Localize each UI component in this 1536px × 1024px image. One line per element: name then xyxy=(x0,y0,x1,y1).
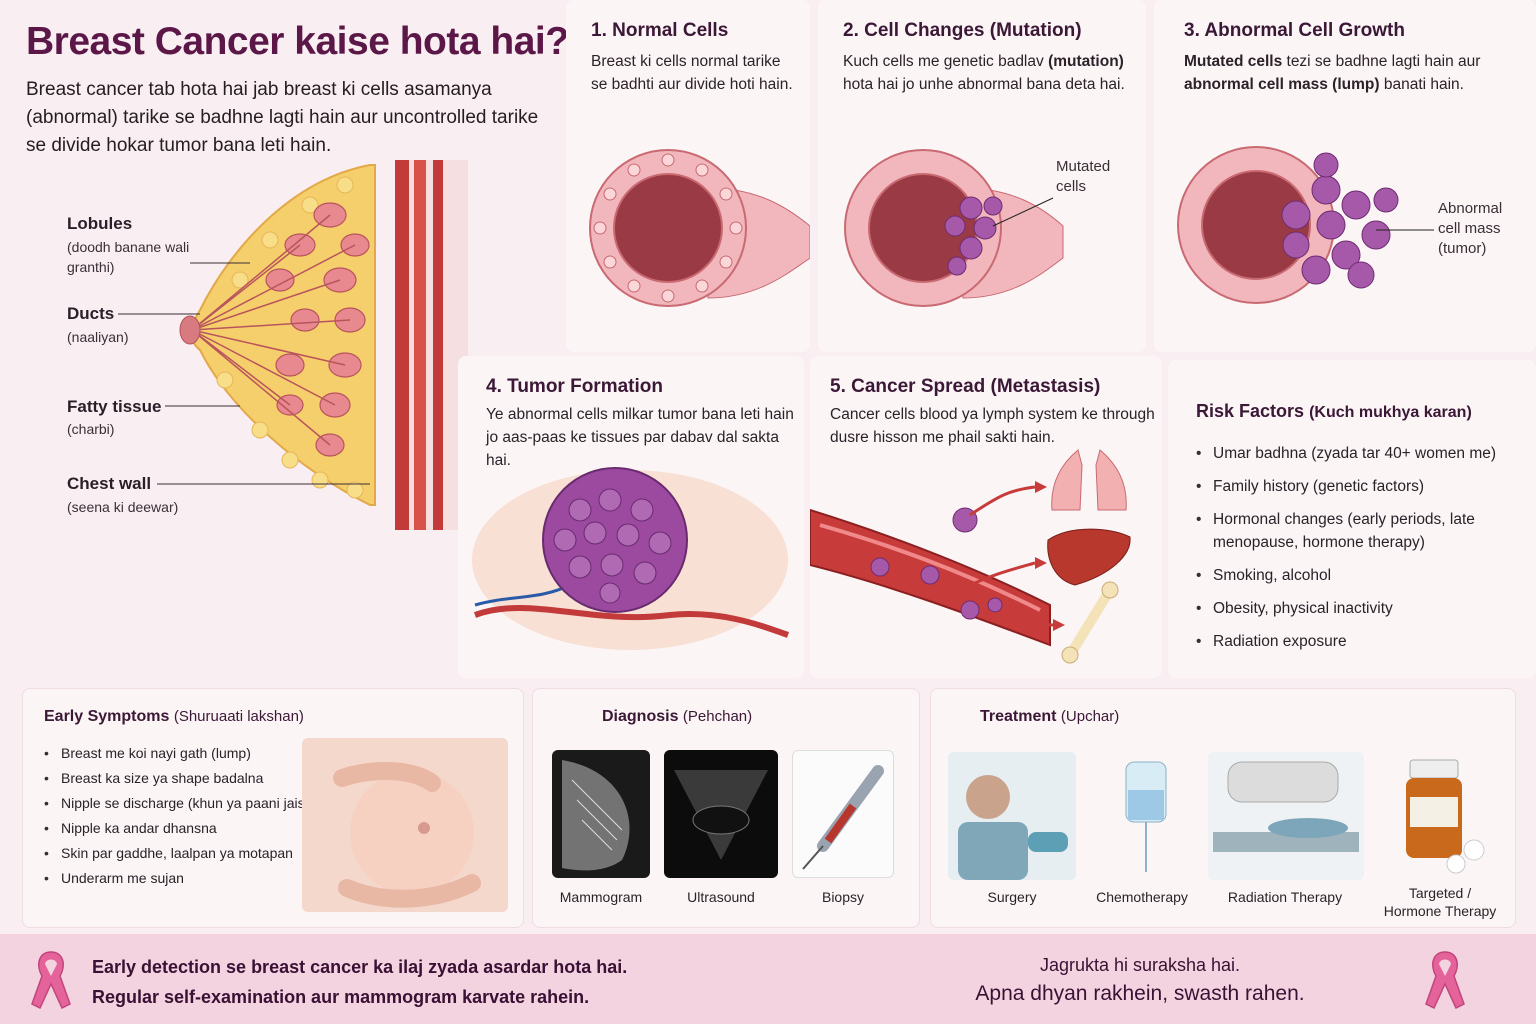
diagnosis-title: Diagnosis (Pehchan) xyxy=(602,708,753,725)
radiation-therapy-caption: Radiation Therapy xyxy=(1227,889,1343,905)
ultrasound-caption: Ultrasound xyxy=(687,889,755,905)
fatty-tissue-sublabel: (charbi) xyxy=(67,421,115,437)
footer-message-right: Jagrukta hi suraksha hai. Apna dhyan rak… xyxy=(975,955,1305,1005)
pink-ribbon-icon xyxy=(31,951,71,1010)
chemotherapy-image xyxy=(1108,752,1188,880)
step-2-title: 2. Cell Changes (Mutation) xyxy=(843,20,1082,41)
symptoms-title: Early Symptoms (Shuruaati lakshan) xyxy=(44,708,304,725)
surgery-caption: Surgery xyxy=(987,889,1037,905)
breast-anatomy-illustration xyxy=(179,160,468,530)
list-item: Nipple se discharge (khun ya paani jaisa… xyxy=(44,791,324,816)
risk-factors-list: Umar badhna (zyada tar 40+ women me) Fam… xyxy=(1196,442,1516,653)
list-item: Umar badhna (zyada tar 40+ women me) xyxy=(1196,442,1516,465)
list-item: Radiation exposure xyxy=(1196,630,1516,653)
radiation-therapy-image xyxy=(1208,752,1364,880)
lobules-sublabel: (doodh banane wali granthi) xyxy=(67,239,190,275)
step-3-title: 3. Abnormal Cell Growth xyxy=(1184,20,1405,41)
step-5-desc: Cancer cells blood ya lymph system ke th… xyxy=(830,406,1155,446)
chest-wall-label: Chest wall xyxy=(67,474,152,493)
lobules-label: Lobules xyxy=(67,214,133,233)
pink-ribbon-icon xyxy=(1425,951,1465,1010)
step-1-title: 1. Normal Cells xyxy=(591,20,729,41)
intro-text: Breast cancer tab hota hai jab breast ki… xyxy=(26,79,539,156)
list-item: Nipple ka andar dhansna xyxy=(44,816,324,841)
biopsy-caption: Biopsy xyxy=(821,889,865,905)
footer-message-left: Early detection se breast cancer ka ilaj… xyxy=(92,957,628,1007)
anatomy-leader-lines xyxy=(118,262,370,485)
list-item: Hormonal changes (early periods, late me… xyxy=(1196,508,1516,554)
page-title: Breast Cancer kaise hota hai? xyxy=(26,20,569,63)
targeted-therapy-caption: Targeted / Hormone Therapy xyxy=(1383,885,1497,919)
abnormal-cell-mass-callout: Abnormal cell mass (tumor) xyxy=(1438,200,1503,257)
step-2-desc: Kuch cells me genetic badlav (mutation) … xyxy=(843,53,1125,93)
step-5-panel xyxy=(810,356,1162,678)
chest-wall-sublabel: (seena ki deewar) xyxy=(67,499,179,515)
surgery-image xyxy=(948,752,1076,880)
risk-factors-title: Risk Factors (Kuch mukhya karan) xyxy=(1196,401,1472,421)
list-item: Breast me koi nayi gath (lump) xyxy=(44,741,324,766)
step-5-title: 5. Cancer Spread (Metastasis) xyxy=(830,376,1101,397)
ultrasound-image xyxy=(664,750,778,878)
step-4-desc: Ye abnormal cells milkar tumor bana leti… xyxy=(486,406,794,469)
mutation-illustration xyxy=(844,149,1064,307)
self-exam-image xyxy=(302,738,508,912)
list-item: Underarm me sujan xyxy=(44,866,324,891)
list-item: Breast ka size ya shape badalna xyxy=(44,766,324,791)
step-1-desc: Breast ki cells normal tarike se badhti … xyxy=(591,53,793,93)
list-item: Skin par gaddhe, laalpan ya motapan xyxy=(44,841,324,866)
targeted-therapy-image xyxy=(1396,752,1490,880)
normal-cells-illustration xyxy=(589,149,810,307)
mutated-cells-callout: Mutated cells xyxy=(1056,158,1111,195)
chemotherapy-caption: Chemotherapy xyxy=(1096,889,1188,905)
step-3-desc: Mutated cells tezi se badhne lagti hain … xyxy=(1184,53,1481,93)
mammogram-image xyxy=(552,750,650,878)
tumor-formation-illustration xyxy=(472,467,790,650)
abnormal-growth-illustration xyxy=(1177,146,1434,304)
list-item: Smoking, alcohol xyxy=(1196,564,1516,587)
step-4-title: 4. Tumor Formation xyxy=(486,376,663,397)
fatty-tissue-label: Fatty tissue xyxy=(67,397,162,416)
ducts-label: Ducts xyxy=(67,304,115,323)
biopsy-image xyxy=(792,750,894,878)
metastasis-illustration xyxy=(810,449,1131,664)
list-item: Family history (genetic factors) xyxy=(1196,475,1516,498)
mammogram-caption: Mammogram xyxy=(559,889,643,905)
list-item: Obesity, physical inactivity xyxy=(1196,597,1516,620)
ducts-sublabel: (naaliyan) xyxy=(67,329,129,345)
treatment-title: Treatment (Upchar) xyxy=(980,708,1120,725)
footer-banner xyxy=(0,934,1536,1024)
symptoms-list: Breast me koi nayi gath (lump) Breast ka… xyxy=(44,741,324,891)
